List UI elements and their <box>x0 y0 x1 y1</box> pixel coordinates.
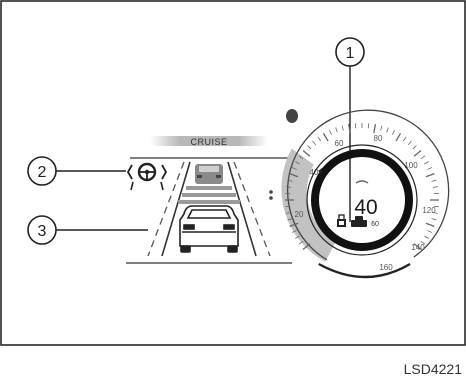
speedometer-tick <box>342 126 343 131</box>
figure-code: LSD4221 <box>404 361 463 377</box>
indicator-dots <box>269 190 273 200</box>
speedometer-tick <box>396 133 401 141</box>
speedometer-tick <box>392 130 394 135</box>
speedometer-tick <box>336 128 338 133</box>
scale-label-80: 80 <box>374 134 383 143</box>
scale-label-120: 120 <box>422 206 436 215</box>
scale-label-20: 20 <box>295 210 304 219</box>
scale-label-100: 100 <box>404 161 418 170</box>
speedometer-tick <box>313 141 316 145</box>
speedometer-tick <box>318 137 321 141</box>
steering-assist-icon <box>128 164 166 190</box>
speedometer-tick <box>303 151 310 157</box>
scale-label-160: 160 <box>379 263 393 272</box>
speedometer-tick <box>433 187 438 188</box>
speedometer-tick <box>427 167 432 169</box>
own-vehicle-icon <box>180 206 238 252</box>
callout-2-number: 2 <box>38 164 47 181</box>
speedometer-tick <box>329 130 331 135</box>
speedometer-tick <box>374 124 376 133</box>
cruise-banner: CRUISE <box>150 136 268 147</box>
speedometer-tick <box>426 174 434 177</box>
speedometer-tick <box>432 219 437 220</box>
callout-2: 2 <box>28 157 126 185</box>
speedometer-tick <box>426 223 434 226</box>
speedometer-tick <box>308 146 312 150</box>
speedometer-tick <box>324 133 329 141</box>
speedometer-tick <box>381 126 382 131</box>
cruise-set-icon <box>337 215 346 227</box>
indicator-dot <box>286 109 298 123</box>
callout-3-number: 3 <box>38 223 47 240</box>
speedometer: 20 40 60 80 100 120 140 160 40 60 <box>281 110 448 277</box>
current-speed-value: 40 <box>354 196 377 219</box>
speedometer-tick <box>408 141 411 145</box>
speedometer-tick <box>427 230 432 232</box>
figure-frame <box>1 1 465 345</box>
speedometer-tick <box>387 128 389 133</box>
cruise-label: CRUISE <box>190 137 227 147</box>
speedometer-tick <box>403 137 406 141</box>
speedometer-tick <box>424 236 428 239</box>
top-chevron-icon <box>356 181 368 183</box>
speedometer-tick <box>432 180 437 181</box>
speedometer-bottom-arc <box>319 264 410 277</box>
callout-1-number: 1 <box>346 45 355 62</box>
scale-label-140: 140 <box>411 243 425 252</box>
following-distance-bars <box>178 186 240 204</box>
speedometer-tick <box>421 156 425 159</box>
scale-label-60: 60 <box>335 139 344 148</box>
speedometer-tick <box>413 146 417 150</box>
callout-3: 3 <box>28 216 148 244</box>
set-speed-value: 60 <box>371 221 379 228</box>
speedometer-tick <box>424 162 428 165</box>
lead-vehicle-icon <box>195 164 223 184</box>
speedometer-tick <box>414 151 421 157</box>
